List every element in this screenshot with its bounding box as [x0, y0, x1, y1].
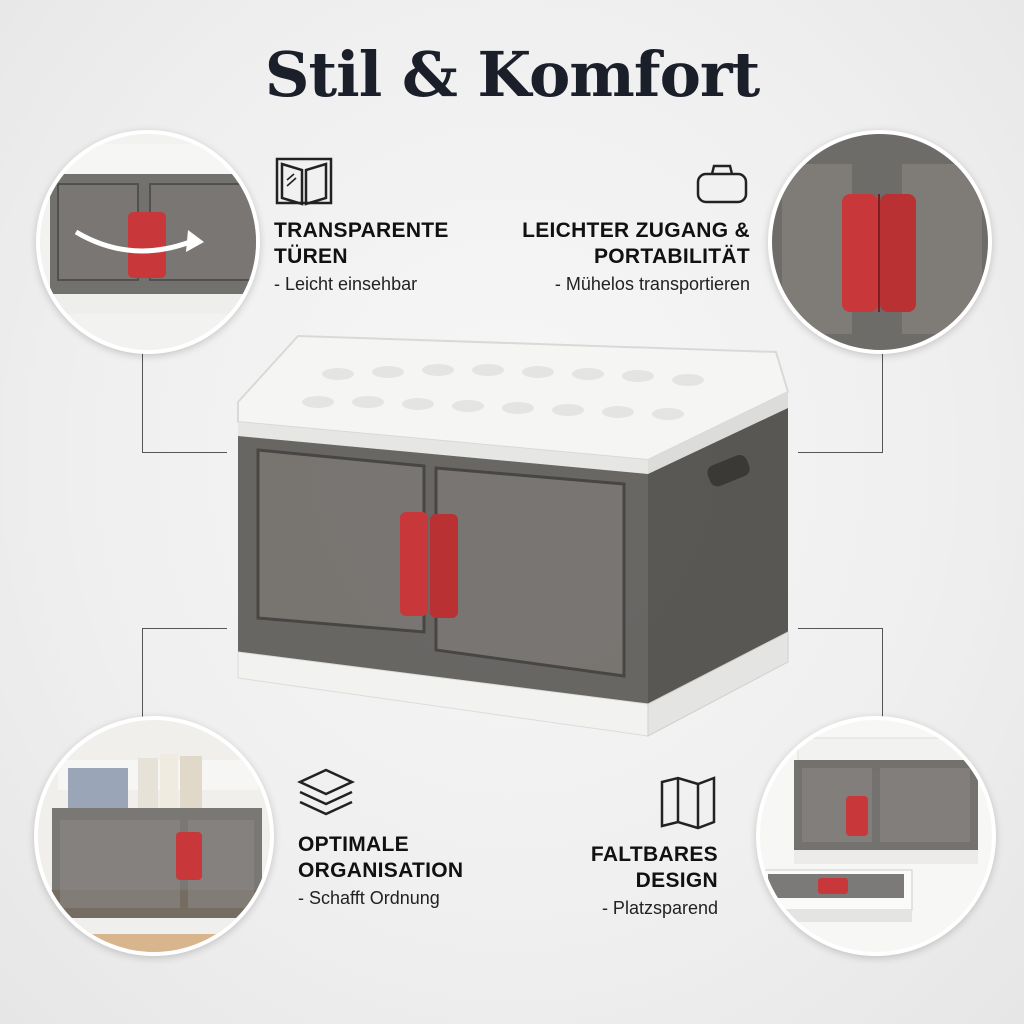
- feature-organization: OPTIMALE ORGANISATION - Schafft Ordnung: [298, 832, 463, 910]
- handle-detail-image: [772, 134, 988, 350]
- connector-line-bottom-left: [142, 628, 227, 729]
- organized-box-image: [38, 720, 270, 952]
- detail-circle-handle: [768, 130, 992, 354]
- feature-heading: LEICHTER ZUGANG & PORTABILITÄT: [522, 219, 750, 268]
- glass-door-icon: [275, 157, 333, 206]
- feature-subtitle: - Mühelos transportieren: [554, 274, 750, 294]
- box-door-detail-image: [40, 134, 256, 350]
- feature-transparent-doors: TRANSPARENTE TÜREN - Leicht einsehbar: [274, 218, 449, 296]
- feature-subtitle: - Schafft Ordnung: [298, 888, 440, 908]
- connector-line-bottom-right: [798, 628, 883, 729]
- detail-circle-organization: [34, 716, 274, 956]
- connector-line-top-left: [142, 352, 227, 453]
- feature-heading: FALTBARES DESIGN: [590, 843, 718, 892]
- feature-heading: OPTIMALE ORGANISATION: [298, 833, 464, 882]
- feature-foldable: FALTBARES DESIGN - Platzsparend: [591, 842, 718, 920]
- feature-heading: TRANSPARENTE TÜREN: [274, 219, 449, 268]
- detail-circle-transparent-doors: [36, 130, 260, 354]
- bag-icon: [696, 164, 748, 204]
- page-title: Stil & Komfort: [264, 38, 760, 111]
- feature-easy-access: LEICHTER ZUGANG & PORTABILITÄT - Mühelos…: [522, 218, 750, 296]
- folded-map-icon: [660, 776, 716, 830]
- feature-subtitle: - Platzsparend: [601, 898, 718, 918]
- connector-line-top-right: [798, 352, 883, 453]
- layers-icon: [297, 768, 355, 816]
- folded-box-image: [760, 720, 992, 952]
- feature-subtitle: - Leicht einsehbar: [274, 274, 418, 294]
- storage-box-main-image: [237, 334, 790, 737]
- detail-circle-foldable: [756, 716, 996, 956]
